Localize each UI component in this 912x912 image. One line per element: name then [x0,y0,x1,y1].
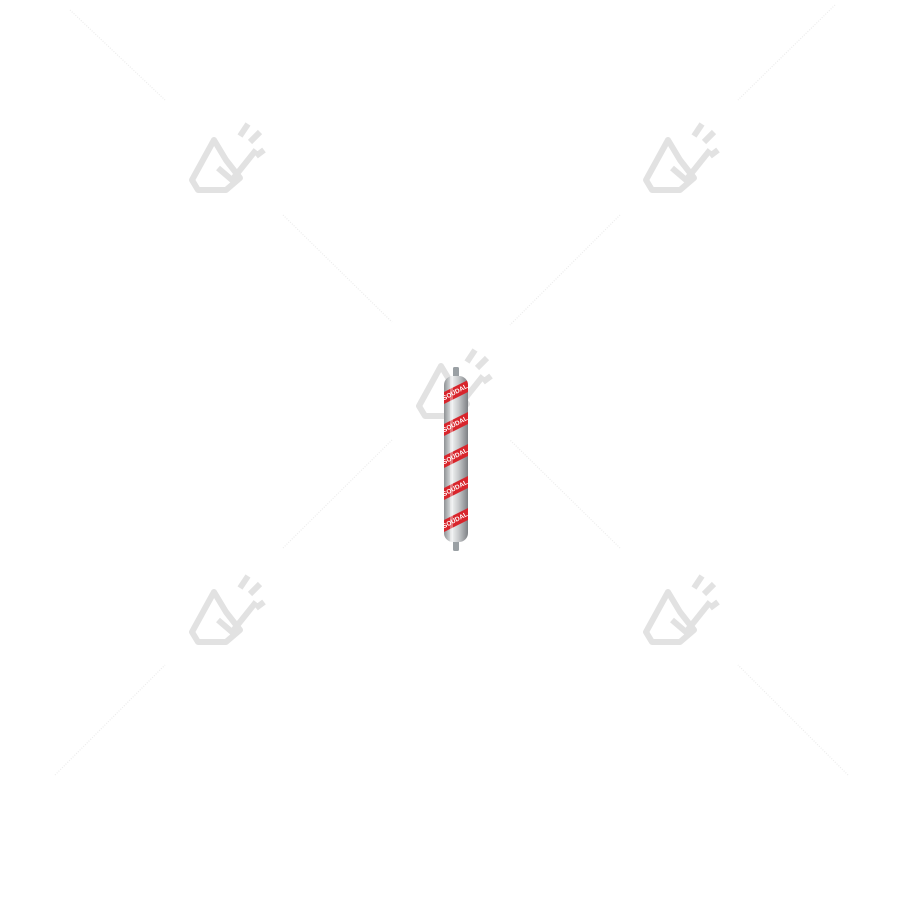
diamond-check-logo-icon [189,574,266,645]
diamond-check-logo-icon [643,574,720,645]
watermark-line [509,214,621,326]
diamond-check-logo-icon [643,122,720,193]
watermark-line [737,4,836,101]
diamond-check-logo-icon [189,122,266,193]
watermark-line [282,214,393,323]
bottom-clip [453,540,459,551]
watermark-line [54,664,166,776]
watermark-line [282,439,393,549]
top-clip [453,367,459,378]
watermark-line [509,439,621,549]
sausage-pack-product: SOUDAL SOUDAL SOUDAL SOUDAL SOUDAL [444,367,468,551]
watermark-line [737,664,849,776]
watermark-line [69,9,166,101]
